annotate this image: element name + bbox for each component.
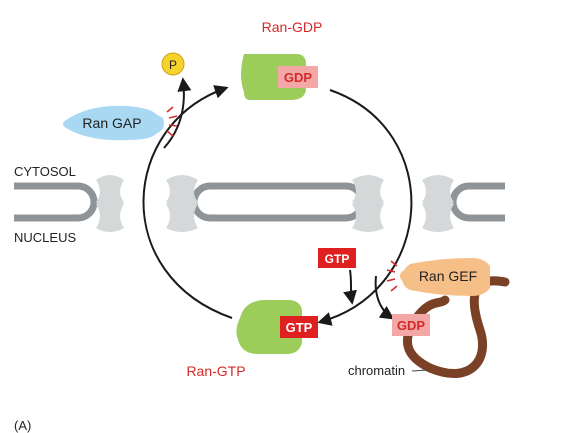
ran-gap-knob [152, 116, 164, 128]
nuclear-pore-1 [96, 175, 124, 232]
cytosol-label: CYTOSOL [14, 164, 76, 179]
nuclear-pore-4 [422, 175, 454, 232]
gdp-released-label: GDP [397, 318, 426, 333]
gtp-box-bottom [280, 316, 318, 338]
nuclear-pore-2 [166, 175, 198, 232]
gdp-box-top [278, 66, 318, 88]
gtp-incoming-box [318, 248, 356, 268]
gtp-box-bottom-label: GTP [286, 320, 313, 335]
ran-gtp-label: Ran-GTP [186, 363, 245, 379]
phosphate-circle [161, 52, 185, 76]
gdp-exit-arrow [374, 275, 395, 320]
ran-gap-protein [63, 105, 164, 141]
phosphate-label: P [169, 58, 177, 72]
ran-gdp-protein [241, 54, 306, 100]
ran-gef-label: Ran GEF [419, 268, 477, 284]
cycle-arrow-right [317, 89, 413, 326]
gtp-incoming-label: GTP [325, 252, 350, 266]
nucleus-label: NUCLEUS [14, 230, 76, 245]
membrane-right-segment [449, 182, 505, 222]
ran-gtp-protein [236, 300, 302, 354]
gdp-box-top-label: GDP [284, 70, 313, 85]
membrane-center-segment [190, 182, 366, 222]
ran-gef-knob [400, 270, 412, 282]
phosphate-release-arrow [163, 77, 192, 149]
nuclear-pore-3 [352, 175, 384, 232]
chromatin-label: chromatin [348, 363, 405, 378]
ran-gef-activity-icon [386, 260, 398, 292]
ran-gap-label: Ran GAP [82, 115, 141, 131]
ran-gef-protein [402, 258, 490, 296]
panel-label: (A) [14, 418, 31, 433]
chromatin-strand [403, 276, 510, 378]
ran-gap-activity-icon [166, 106, 178, 137]
cycle-arrow-left [142, 85, 233, 319]
ran-gdp-label: Ran-GDP [262, 19, 323, 35]
gdp-released-box [392, 314, 430, 336]
membrane-left-segment [14, 182, 98, 222]
gtp-entry-arrow [343, 269, 357, 305]
chromatin-leader-line [411, 369, 429, 372]
